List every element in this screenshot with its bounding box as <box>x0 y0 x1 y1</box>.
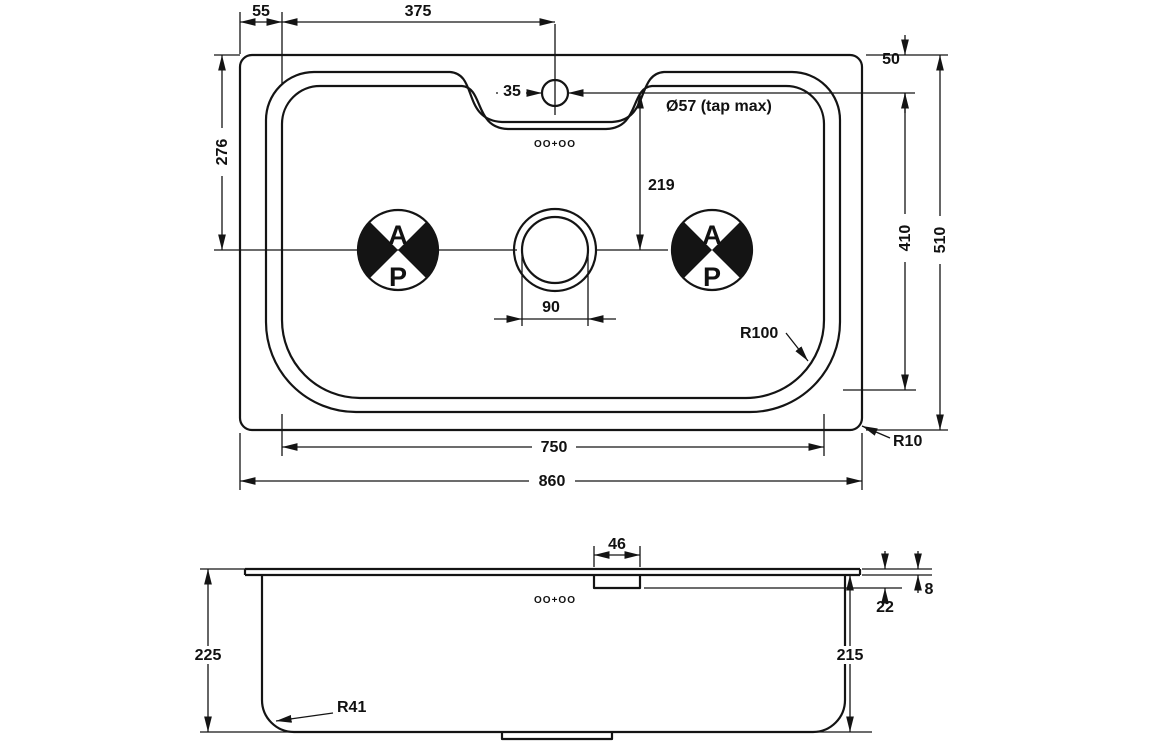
dim-label-90: 90 <box>542 299 560 316</box>
dim-750: 750 <box>281 414 825 456</box>
dim-label-860: 860 <box>539 473 566 490</box>
radius-r10: R10 <box>861 425 922 450</box>
dim-510: 510 <box>866 54 949 431</box>
dim-215: 215 <box>813 575 872 733</box>
datum-right-black-sector <box>712 221 753 279</box>
datum-target-left: A P <box>356 208 440 292</box>
side-view-dimensions: 46 8 22 225 215 <box>190 536 934 733</box>
top-view-dimensions: 55 375 35 Ø57 (tap max) 50 219 276 <box>213 3 949 490</box>
dim-label-750: 750 <box>541 439 568 456</box>
brand-mark-side: OO+OO <box>534 595 576 606</box>
dim-8-22-refs <box>644 568 932 589</box>
bowl-outer-edge <box>264 70 842 414</box>
radius-r100: R100 <box>740 325 809 362</box>
radius-r41: R41 <box>275 699 366 723</box>
dim-35-tap: 35 Ø57 (tap max) <box>496 83 915 115</box>
dim-410: 410 <box>843 93 916 391</box>
radius-label-r10: R10 <box>893 433 922 450</box>
dim-label-55: 55 <box>252 3 270 20</box>
dim-219: 219 <box>596 93 675 251</box>
tap-max-label: Ø57 (tap max) <box>666 98 772 115</box>
datum-letter-p: P <box>389 262 407 292</box>
dim-50: 50 <box>866 35 948 113</box>
dim-label-375: 375 <box>405 3 432 20</box>
brand-mark-top: OO+OO <box>534 139 576 150</box>
dim-46: 46 <box>593 536 641 567</box>
dim-label-50: 50 <box>882 51 900 68</box>
dim-label-215: 215 <box>837 647 864 664</box>
dim-22: 22 <box>876 551 894 616</box>
sink-outer-outline <box>238 53 864 432</box>
dim-label-46: 46 <box>608 536 626 553</box>
dim-55-375: 55 375 <box>239 3 556 115</box>
dim-label-8: 8 <box>925 581 934 598</box>
dim-label-22: 22 <box>876 599 894 616</box>
bowl-left-wall <box>260 575 295 734</box>
dim-label-410: 410 <box>897 225 914 252</box>
dim-label-225: 225 <box>195 647 222 664</box>
drain-boss <box>500 732 614 741</box>
drain-inner-circle <box>520 215 590 285</box>
datum-letter-p: P <box>703 262 721 292</box>
datum-target-right: A P <box>670 208 754 292</box>
bowl-inner-edge <box>280 84 826 400</box>
dim-225: 225 <box>190 568 296 733</box>
radius-label-r100: R100 <box>740 325 778 342</box>
dim-276: 276 <box>213 54 517 251</box>
drain-outer-circle <box>512 207 598 293</box>
datum-letter-a: A <box>388 220 408 250</box>
dim-8: 8 <box>914 551 934 598</box>
datum-left-black-sector <box>671 221 712 279</box>
datum-circle <box>670 208 754 292</box>
datum-letter-a: A <box>702 220 722 250</box>
dim-90: 90 <box>494 255 616 326</box>
radius-label-r41: R41 <box>337 699 366 716</box>
dim-860: 860 <box>239 433 863 490</box>
dim-label-510: 510 <box>932 227 949 254</box>
dim-label-219: 219 <box>648 177 675 194</box>
dim-label-35: 35 <box>503 83 521 100</box>
dim-label-276: 276 <box>214 139 231 166</box>
tap-ledge-step <box>592 575 642 590</box>
